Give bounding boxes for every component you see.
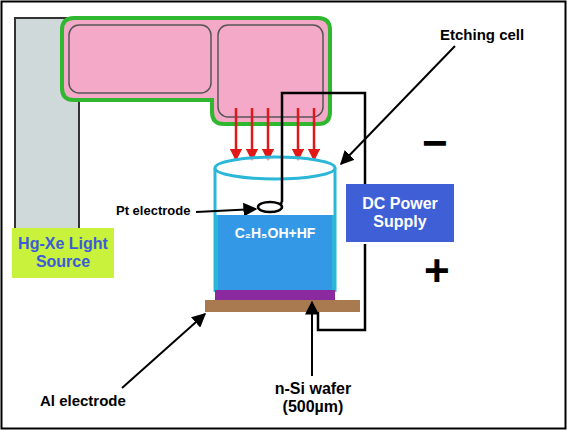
leader-arrow <box>122 314 205 388</box>
part-label: Etching cell <box>440 26 524 43</box>
part-label: Al electrode <box>40 392 126 409</box>
node-label: DC Power Supply <box>350 195 450 232</box>
polarity-sign: + <box>424 246 450 297</box>
part-label: n-Si wafer (500µm) <box>258 380 368 417</box>
silicon-wafer <box>215 290 335 300</box>
leader-arrow <box>196 209 256 212</box>
pt-electrode-loop <box>258 202 282 212</box>
electrolyte: C₂H₅OH+HF <box>215 215 335 290</box>
light-rays <box>236 108 314 160</box>
light-source-box: Hg-Xe Light Source <box>12 228 114 278</box>
polarity-sign: − <box>422 118 448 169</box>
wire <box>280 202 282 205</box>
part-label: Pt electrode <box>116 204 190 219</box>
leader-arrow <box>311 302 313 376</box>
cell-rim <box>215 157 335 179</box>
lamp-chamber <box>69 25 211 93</box>
lamp-head <box>218 25 323 117</box>
lamp-housing <box>62 18 330 124</box>
node-label: Hg-Xe Light Source <box>16 235 110 272</box>
node-label: C₂H₅OH+HF <box>235 225 316 241</box>
power-supply-box: DC Power Supply <box>346 184 454 242</box>
al-electrode-plate <box>205 300 360 312</box>
